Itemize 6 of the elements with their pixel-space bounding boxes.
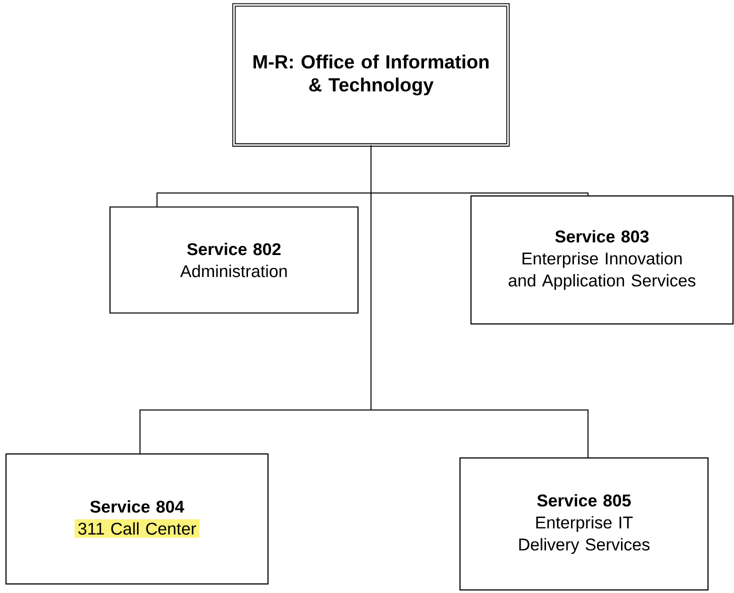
- org-box: Service 805 Enterprise IT Delivery Services: [459, 457, 709, 591]
- connector-line: [370, 144, 588, 458]
- org-box: Service 802 Administration: [109, 206, 359, 314]
- org-box: Service 804 311 Call Center: [5, 453, 269, 585]
- org-box: M-R: Office of Information & Technology: [232, 3, 510, 147]
- org-box: Service 803 Enterprise Innovation and Application Services: [470, 195, 734, 325]
